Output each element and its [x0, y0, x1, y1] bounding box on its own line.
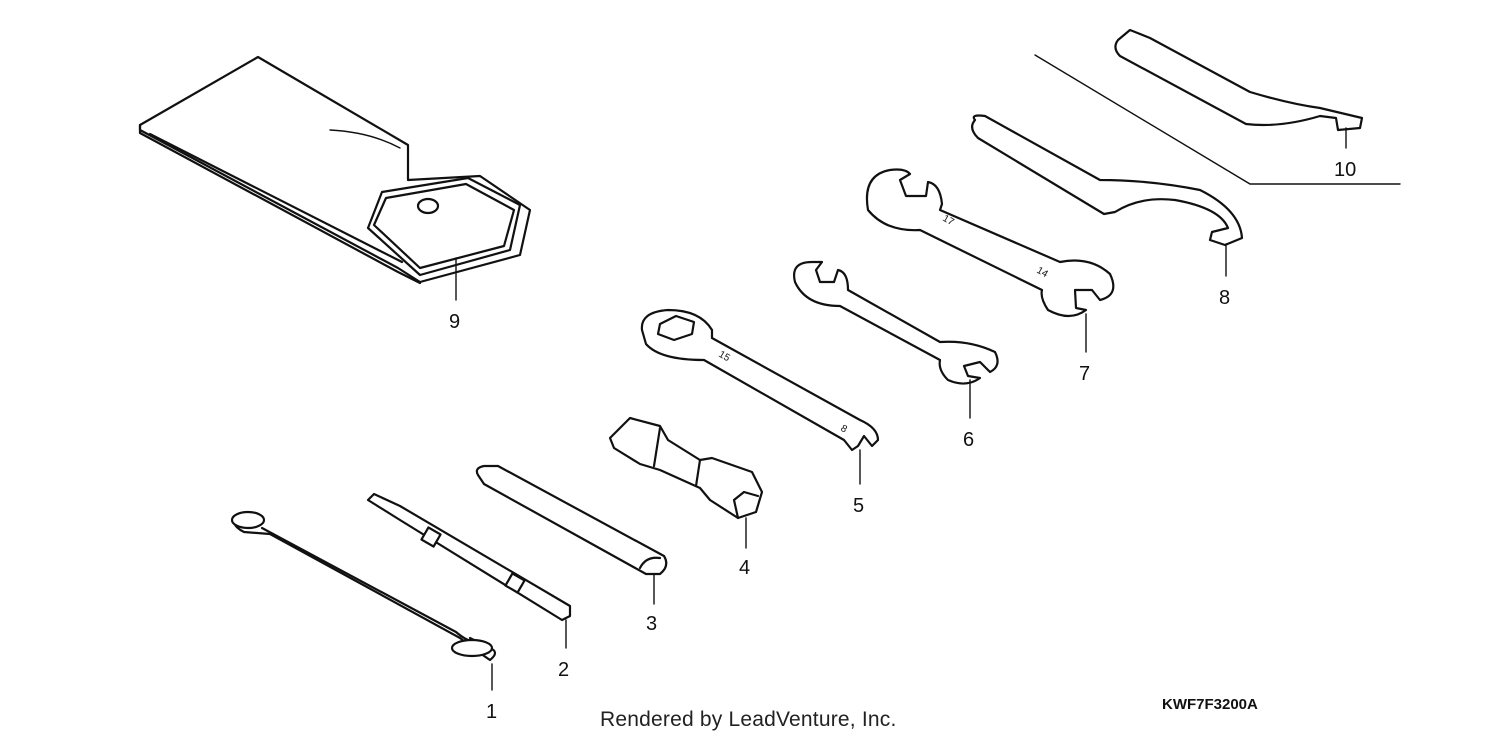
callout-9: 9	[449, 311, 460, 333]
handle-bar	[475, 464, 668, 576]
tool-cable	[230, 510, 497, 662]
pin-spanner-small	[1114, 28, 1364, 132]
pin-spanner-large	[971, 114, 1244, 247]
wrench5-marking-b: 8	[839, 423, 850, 436]
tool-bag	[138, 55, 532, 285]
callout-10: 10	[1334, 159, 1356, 181]
callout-6: 6	[963, 429, 974, 451]
wrench5-marking-a: 15	[717, 349, 733, 364]
callout-5: 5	[853, 495, 864, 517]
callout-2: 2	[558, 659, 569, 681]
wrench-17x14	[865, 168, 1115, 318]
wrench7-marking-b: 14	[1035, 265, 1051, 280]
footer-credit: Rendered by LeadVenture, Inc.	[600, 708, 897, 731]
diagram-code: KWF7F3200A	[1162, 696, 1258, 713]
callout-4: 4	[739, 557, 750, 579]
wrench-small	[793, 260, 999, 385]
leader-lines	[455, 127, 1347, 691]
spark-plug-socket	[608, 416, 764, 520]
wrench7-marking-a: 17	[941, 213, 957, 228]
callout-1: 1	[486, 701, 497, 723]
screwdriver	[366, 492, 572, 622]
callout-8: 8	[1219, 287, 1230, 309]
callout-7: 7	[1079, 363, 1090, 385]
leader-line-10	[1034, 54, 1401, 185]
callout-3: 3	[646, 613, 657, 635]
wrench-15x8	[640, 308, 880, 452]
